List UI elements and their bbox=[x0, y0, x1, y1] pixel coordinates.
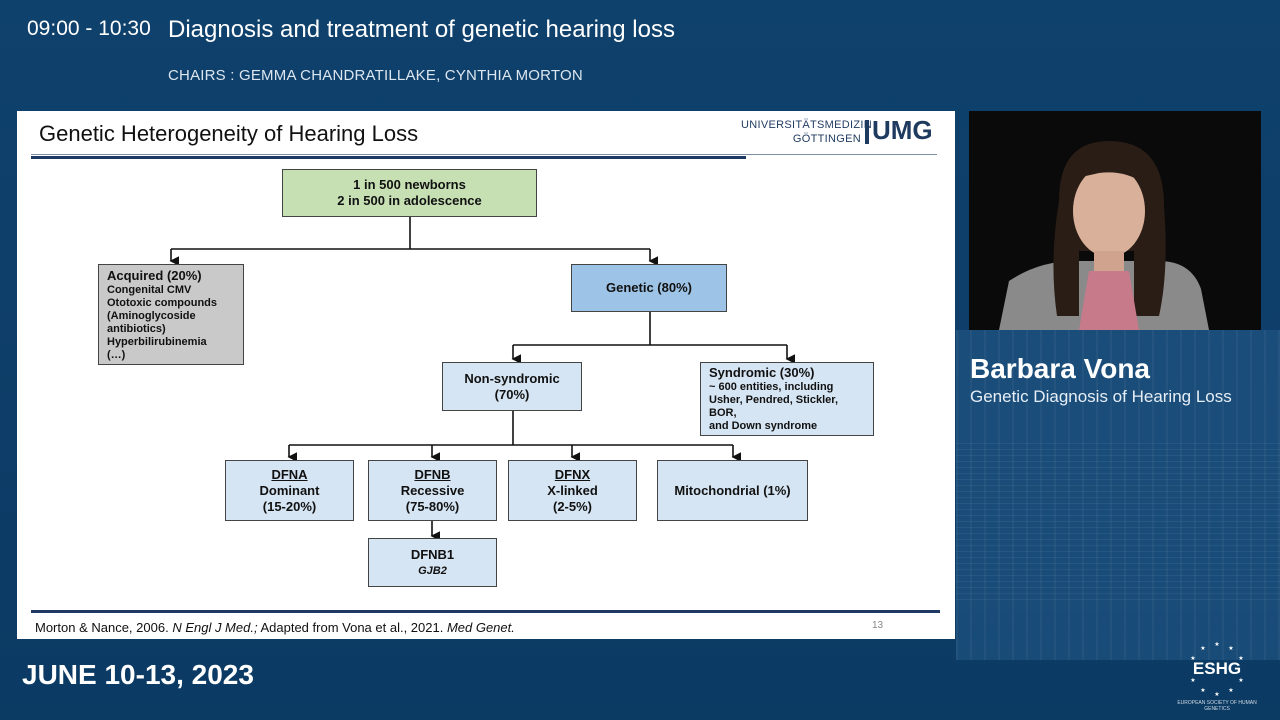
svg-text:★: ★ bbox=[1214, 691, 1219, 698]
presentation-slide: Genetic Heterogeneity of Hearing Loss UN… bbox=[17, 111, 955, 639]
dfna-line-2: (15-20%) bbox=[262, 498, 317, 514]
genetic-label: Genetic (80%) bbox=[606, 280, 692, 295]
speaker-talk-title: Genetic Diagnosis of Hearing Loss bbox=[970, 387, 1232, 406]
root-line-1: 1 in 500 newborns bbox=[353, 177, 466, 192]
speaker-name: Barbara Vona bbox=[970, 353, 1150, 384]
umg-logo-mark: UMG bbox=[872, 115, 933, 145]
svg-text:★: ★ bbox=[1190, 655, 1195, 662]
dfnb-box: DFNB Recessive (75-80%) bbox=[368, 460, 497, 521]
syndromic-item: ~ 600 entities, including bbox=[709, 381, 834, 393]
acquired-box: Acquired (20%) Congenital CMV Ototoxic c… bbox=[98, 264, 244, 365]
slide-title: Genetic Heterogeneity of Hearing Loss bbox=[39, 121, 419, 146]
eshg-logo: ★ ★ ★ ★ ★ ★ ★ ★ ★ ★ ESHG bbox=[1190, 641, 1243, 698]
conference-date: JUNE 10-13, 2023 bbox=[22, 659, 254, 690]
session-chairs: CHAIRS : GEMMA CHANDRATILLAKE, CYNTHIA M… bbox=[168, 67, 583, 84]
eshg-society-name: EUROPEAN SOCIETY OF HUMAN GENETICS bbox=[1177, 700, 1257, 712]
background-skyline bbox=[956, 330, 1280, 660]
svg-text:★: ★ bbox=[1238, 677, 1243, 684]
dfnx-line-1: X-linked bbox=[547, 482, 598, 498]
syndromic-box: Syndromic (30%) ~ 600 entities, includin… bbox=[700, 362, 874, 436]
dfnx-line-2: (2-5%) bbox=[552, 498, 592, 514]
acquired-item: Hyperbilirubinemia bbox=[107, 335, 207, 348]
dfnb1-gene: GJB2 bbox=[418, 564, 447, 577]
acquired-title: Acquired (20%) bbox=[107, 267, 202, 283]
dfnx-box: DFNX X-linked (2-5%) bbox=[508, 460, 637, 521]
reference-journal-1: N Engl J Med.; bbox=[172, 620, 258, 635]
reference-journal-2: Med Genet. bbox=[446, 620, 515, 635]
background-water bbox=[956, 440, 1280, 600]
root-box: 1 in 500 newborns 2 in 500 in adolescenc… bbox=[282, 169, 537, 217]
session-title: Diagnosis and treatment of genetic heari… bbox=[168, 16, 675, 43]
session-time: 09:00 - 10:30 bbox=[27, 17, 151, 40]
flowchart-connectors bbox=[169, 217, 795, 541]
svg-text:★: ★ bbox=[1228, 687, 1233, 694]
dfna-box: DFNA Dominant (15-20%) bbox=[225, 460, 354, 521]
bottom-rule bbox=[31, 610, 940, 613]
acquired-item: Congenital CMV bbox=[107, 283, 192, 296]
dfna-title: DFNA bbox=[271, 466, 308, 482]
svg-text:★: ★ bbox=[1214, 641, 1219, 648]
syndromic-item: and Down syndrome bbox=[709, 420, 818, 432]
mitochondrial-label: Mitochondrial (1%) bbox=[674, 482, 791, 498]
slide-reference: Morton & Nance, 2006. N Engl J Med.; Ada… bbox=[35, 620, 515, 635]
logo-line-1: UNIVERSITÄTSMEDIZIN bbox=[741, 119, 872, 131]
dfnb1-title: DFNB1 bbox=[410, 546, 455, 562]
umg-logo-text: UNIVERSITÄTSMEDIZIN GÖTTINGEN bbox=[741, 118, 872, 146]
acquired-item: Ototoxic compounds bbox=[107, 296, 217, 309]
acquired-item: (Aminoglycoside bbox=[107, 309, 196, 322]
dfnb-line-2: (75-80%) bbox=[405, 498, 460, 514]
reference-part-1: Morton & Nance, 2006. bbox=[35, 620, 173, 635]
speaker-video bbox=[969, 111, 1261, 330]
dfnx-title: DFNX bbox=[554, 466, 591, 482]
nonsyndromic-line-1: Non-syndromic bbox=[464, 370, 560, 386]
svg-text:★: ★ bbox=[1200, 645, 1205, 652]
svg-text:★: ★ bbox=[1228, 645, 1233, 652]
logo-line-2: GÖTTINGEN bbox=[792, 133, 861, 145]
acquired-item: antibiotics) bbox=[107, 322, 166, 335]
syndromic-title: Syndromic (30%) bbox=[709, 365, 815, 380]
title-rule-thick bbox=[31, 156, 746, 159]
syndromic-item: Usher, Pendred, Stickler, BOR, bbox=[709, 394, 839, 419]
speaker-portrait bbox=[969, 111, 1261, 330]
title-rule-thin bbox=[31, 154, 937, 155]
umg-logo-bar bbox=[865, 120, 869, 144]
mitochondrial-box: Mitochondrial (1%) bbox=[657, 460, 808, 521]
dfnb-line-1: Recessive bbox=[400, 482, 465, 498]
genetic-box: Genetic (80%) bbox=[571, 264, 727, 312]
dfna-line-1: Dominant bbox=[259, 482, 320, 498]
dfnb-title: DFNB bbox=[414, 466, 451, 482]
reference-part-2: Adapted from Vona et al., 2021. bbox=[257, 620, 447, 635]
dfnb1-box: DFNB1 GJB2 bbox=[368, 538, 497, 587]
acquired-item: (…) bbox=[107, 348, 126, 361]
nonsyndromic-line-2: (70%) bbox=[494, 386, 530, 402]
svg-text:★: ★ bbox=[1238, 655, 1243, 662]
slide-page-number: 13 bbox=[872, 620, 884, 631]
svg-text:★: ★ bbox=[1190, 677, 1195, 684]
nonsyndromic-box: Non-syndromic (70%) bbox=[442, 362, 582, 411]
eshg-logo-text: ESHG bbox=[1193, 659, 1241, 678]
root-line-2: 2 in 500 in adolescence bbox=[337, 193, 482, 208]
svg-text:★: ★ bbox=[1200, 687, 1205, 694]
